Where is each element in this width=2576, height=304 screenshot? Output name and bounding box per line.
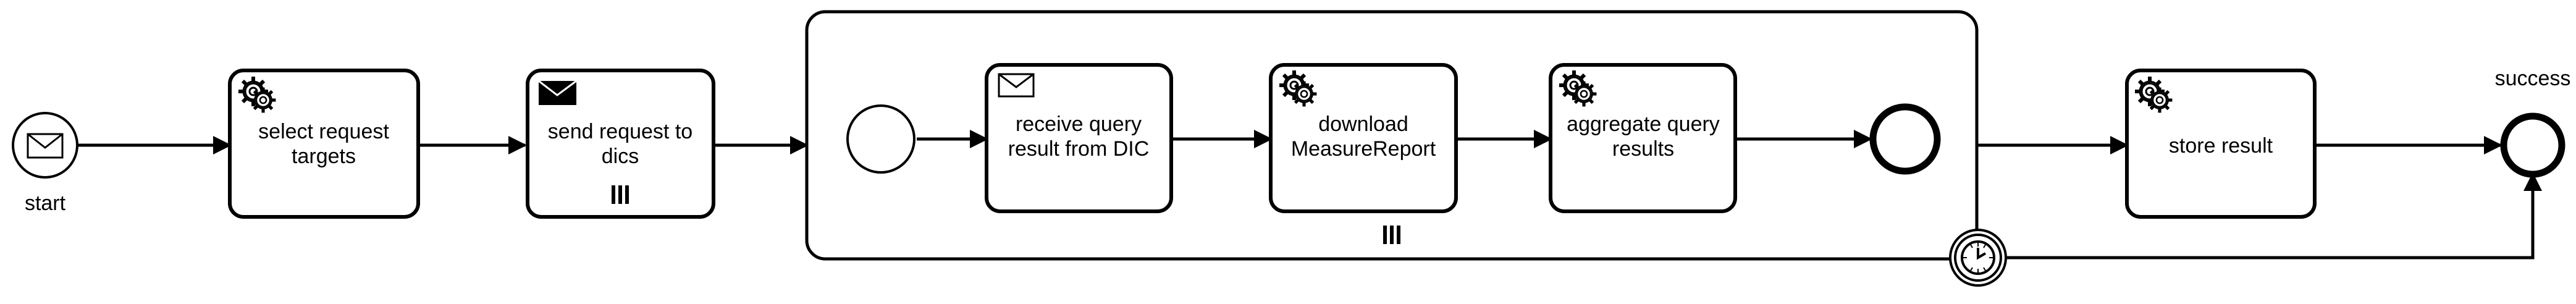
success-label: success xyxy=(2495,67,2571,90)
subprocess[interactable] xyxy=(805,10,1979,261)
timer-boundary-event[interactable] xyxy=(1949,229,2007,287)
task-select-request-targets[interactable]: select request targets xyxy=(228,69,420,219)
task-label-line1: aggregate query xyxy=(1567,112,1720,136)
task-label-line2: dics xyxy=(602,145,639,168)
task-label-line1: select request xyxy=(258,120,389,143)
task-download-measurereport[interactable]: download MeasureReport xyxy=(1269,63,1458,213)
sequence-flows xyxy=(78,130,2542,260)
task-label-line2: result from DIC xyxy=(1008,137,1150,161)
parallel-multi-instance-icon xyxy=(612,185,629,204)
start-event[interactable] xyxy=(12,112,78,179)
task-label-line1: download xyxy=(1318,112,1408,136)
clock-icon xyxy=(1961,240,1995,275)
success-end-event[interactable] xyxy=(2500,112,2565,178)
flow-timer-to-success xyxy=(1980,172,2542,260)
start-label: start xyxy=(25,192,66,215)
task-store-result[interactable]: store result xyxy=(2125,69,2317,219)
task-label-line1: send request to xyxy=(548,120,692,143)
task-aggregate-query-results[interactable]: aggregate query results xyxy=(1549,63,1737,213)
parallel-multi-instance-icon xyxy=(1383,226,1400,244)
task-label-line2: targets xyxy=(292,145,356,168)
task-label-line2: results xyxy=(1612,137,1674,161)
envelope-icon xyxy=(27,133,64,159)
task-label-line2: MeasureReport xyxy=(1291,137,1436,161)
task-receive-query-result[interactable]: receive query result from DIC xyxy=(985,63,1173,213)
task-label-line1: receive query xyxy=(1016,112,1142,136)
envelope-icon xyxy=(998,73,1035,98)
envelope-filled-icon xyxy=(538,80,577,105)
subprocess-end-event[interactable] xyxy=(1869,103,1941,175)
task-send-request-to-dics[interactable]: send request to dics xyxy=(526,69,715,219)
subprocess-start-event[interactable] xyxy=(846,104,915,174)
task-label-line1: store result xyxy=(2169,134,2273,158)
